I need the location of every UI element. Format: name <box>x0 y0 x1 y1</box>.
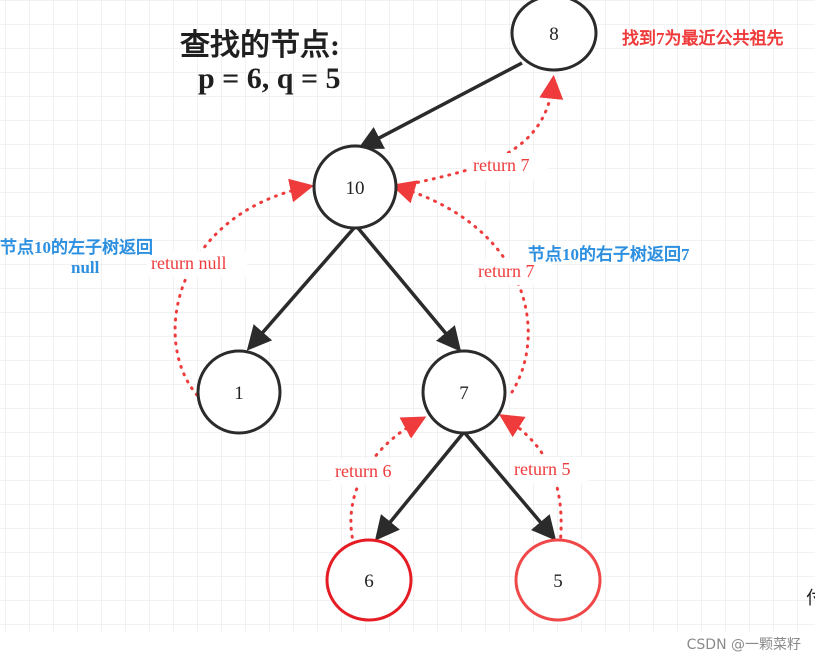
cut-off-glyph: 付 <box>806 584 815 610</box>
return-arrow-1-to-10 <box>173 178 315 397</box>
left-subtree-note-line2: null <box>71 258 100 277</box>
node-circle <box>421 349 507 435</box>
edge-10-to-7 <box>356 226 462 352</box>
tree-node-5: 5 <box>514 538 602 622</box>
return-arrow-10-to-8 <box>400 74 564 188</box>
edge-7-to-6 <box>374 430 466 541</box>
return-label-right: return 7 <box>478 261 535 281</box>
return-arrow-7-to-10 <box>391 180 530 394</box>
found-lca-note: 找到7为最近公共祖先 <box>622 29 784 48</box>
edge-7-to-5 <box>462 430 557 541</box>
right-subtree-note: 节点10的右子树返回7 <box>528 245 690 264</box>
return-bg-right <box>474 259 552 285</box>
return-label-top: return 7 <box>473 155 530 175</box>
node-circle <box>510 0 598 72</box>
tree-diagram: 8 10 1 7 6 5 <box>0 0 815 640</box>
tree-nodes: 8 10 1 7 6 5 <box>196 0 602 622</box>
node-circle <box>196 349 282 435</box>
return-bg-5 <box>510 457 588 483</box>
tree-node-8: 8 <box>510 0 598 72</box>
search-nodes-values: p = 6, q = 5 <box>198 62 341 95</box>
node-circle <box>325 538 413 622</box>
footer-band <box>0 632 815 660</box>
return-label-null: return null <box>151 253 227 273</box>
node-label: 6 <box>364 571 374 592</box>
node-label: 1 <box>234 383 244 404</box>
search-nodes-title: 查找的节点: <box>180 29 340 62</box>
tree-edges <box>246 61 557 541</box>
node-label: 7 <box>459 383 469 404</box>
return-label-6: return 6 <box>335 461 392 481</box>
tree-node-1: 1 <box>196 349 282 435</box>
return-bg-null <box>147 251 247 277</box>
return-bg-top <box>470 153 548 179</box>
csdn-watermark: CSDN @一颗菜籽 <box>686 637 801 653</box>
tree-node-7: 7 <box>421 349 507 435</box>
return-arrow-6-to-7 <box>349 416 427 547</box>
edge-8-to-10 <box>357 61 523 150</box>
node-circle <box>514 538 602 622</box>
return-bg-6 <box>331 459 409 485</box>
node-label: 5 <box>553 571 563 592</box>
tree-node-10: 10 <box>312 144 398 230</box>
return-label-backgrounds <box>147 153 588 485</box>
left-subtree-note-line1: 节点10的左子树返回 <box>0 238 153 257</box>
edge-10-to-1 <box>246 226 356 351</box>
return-label-5: return 5 <box>514 459 571 479</box>
tree-node-6: 6 <box>325 538 413 622</box>
node-circle <box>312 144 398 230</box>
node-label: 10 <box>346 178 365 199</box>
grid-background <box>0 0 815 640</box>
node-label: 8 <box>549 24 559 45</box>
